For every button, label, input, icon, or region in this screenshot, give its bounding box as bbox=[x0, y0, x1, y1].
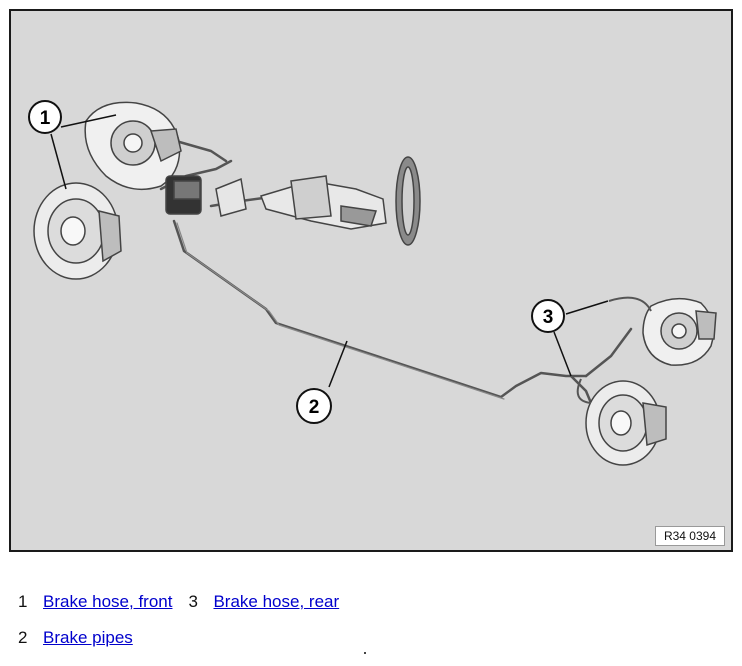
legend-number-2: 2 bbox=[18, 628, 28, 647]
steering-column-drawing bbox=[260, 156, 421, 246]
callout-3-label: 3 bbox=[543, 307, 554, 328]
rear-brake-disc-drawing bbox=[585, 380, 667, 466]
front-backing-plate-drawing bbox=[84, 101, 182, 191]
callout-1-label: 1 bbox=[40, 108, 51, 129]
callout-2-label: 2 bbox=[309, 397, 320, 418]
legend-number-1: 1 bbox=[18, 592, 28, 611]
brake-pipes-link[interactable]: Brake pipes bbox=[43, 628, 133, 647]
rear-brake-hose-drawing bbox=[576, 296, 652, 404]
callout-2: 2 bbox=[296, 388, 332, 424]
brake-hose-rear-link[interactable]: Brake hose, rear bbox=[213, 592, 340, 611]
brake-system-illustration: 1 2 3 bbox=[28, 100, 717, 466]
callout-leaders bbox=[50, 114, 609, 388]
rear-backing-plate-drawing bbox=[642, 297, 717, 366]
front-brake-disc-drawing bbox=[33, 182, 122, 280]
stray-dot bbox=[364, 652, 366, 654]
legend-number-3: 3 bbox=[188, 592, 198, 611]
figure-code: R34 0394 bbox=[654, 526, 725, 546]
brake-pipes-drawing bbox=[134, 129, 633, 405]
legend-row-2: 2 Brake pipes bbox=[18, 628, 133, 648]
legend-row-1: 1 Brake hose, front 3 Brake hose, rear bbox=[18, 592, 339, 612]
master-cylinder-drawing bbox=[165, 175, 247, 217]
brake-system-figure: 1 2 3 R34 0394 bbox=[9, 9, 733, 552]
callout-1: 1 bbox=[28, 100, 62, 134]
callout-3: 3 bbox=[531, 299, 565, 333]
brake-hose-front-link[interactable]: Brake hose, front bbox=[43, 592, 173, 611]
